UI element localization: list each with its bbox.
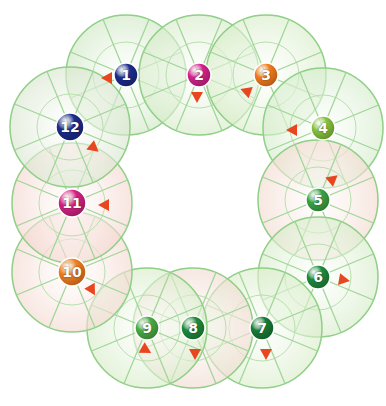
numbered-ball: 1 — [113, 62, 139, 88]
direction-arrowhead — [189, 349, 201, 360]
callout-number: 11 — [62, 196, 81, 210]
numbered-ball: 7 — [249, 315, 275, 341]
ball-circle — [306, 265, 330, 289]
ball-circle — [181, 316, 205, 340]
callout-number: 4 — [318, 121, 328, 135]
ball-circle — [311, 116, 335, 140]
ball-circle — [58, 189, 86, 217]
direction-arrowhead — [139, 342, 155, 358]
callout-number: 7 — [257, 321, 267, 335]
ball-circle — [114, 63, 138, 87]
direction-arrowhead — [286, 124, 297, 136]
direction-arrowhead — [325, 171, 341, 187]
numbered-ball: 5 — [305, 187, 331, 213]
callout-number: 2 — [194, 68, 204, 82]
callout-number: 3 — [261, 68, 271, 82]
callout-number: 8 — [188, 321, 198, 335]
numbered-ball: 9 — [134, 315, 160, 341]
direction-arrowhead — [98, 199, 109, 211]
numbered-ball: 6 — [305, 264, 331, 290]
numbered-ball: 12 — [55, 112, 85, 142]
ball-circle — [187, 63, 211, 87]
callout-number: 12 — [60, 120, 79, 134]
disc-outline — [10, 67, 130, 187]
callout-number: 10 — [62, 265, 81, 279]
ring-disc — [10, 67, 130, 187]
direction-arrowhead — [238, 83, 252, 98]
ball-circle — [306, 188, 330, 212]
callout-number: 9 — [142, 321, 152, 335]
ball-circle — [254, 63, 278, 87]
numbered-ball: 3 — [253, 62, 279, 88]
direction-arrowhead — [338, 273, 351, 287]
numbered-ball: 2 — [186, 62, 212, 88]
ball-circle — [56, 113, 84, 141]
callout-number: 1 — [121, 68, 131, 82]
numbered-ball: 11 — [57, 188, 87, 218]
direction-arrowhead — [84, 283, 100, 299]
ball-circle — [250, 316, 274, 340]
direction-arrowhead — [191, 92, 203, 103]
direction-arrowhead — [86, 140, 102, 156]
disc-inner-ring — [114, 295, 180, 361]
direction-arrowhead — [101, 72, 112, 84]
ball-circle — [135, 316, 159, 340]
ball-circle — [58, 258, 86, 286]
numbered-ball: 4 — [310, 115, 336, 141]
numbered-ball: 8 — [180, 315, 206, 341]
numbered-ball: 10 — [57, 257, 87, 287]
callout-number: 5 — [313, 193, 323, 207]
direction-arrowhead — [260, 349, 272, 360]
disc-inner-ring — [37, 94, 103, 160]
callout-number: 6 — [313, 270, 323, 284]
